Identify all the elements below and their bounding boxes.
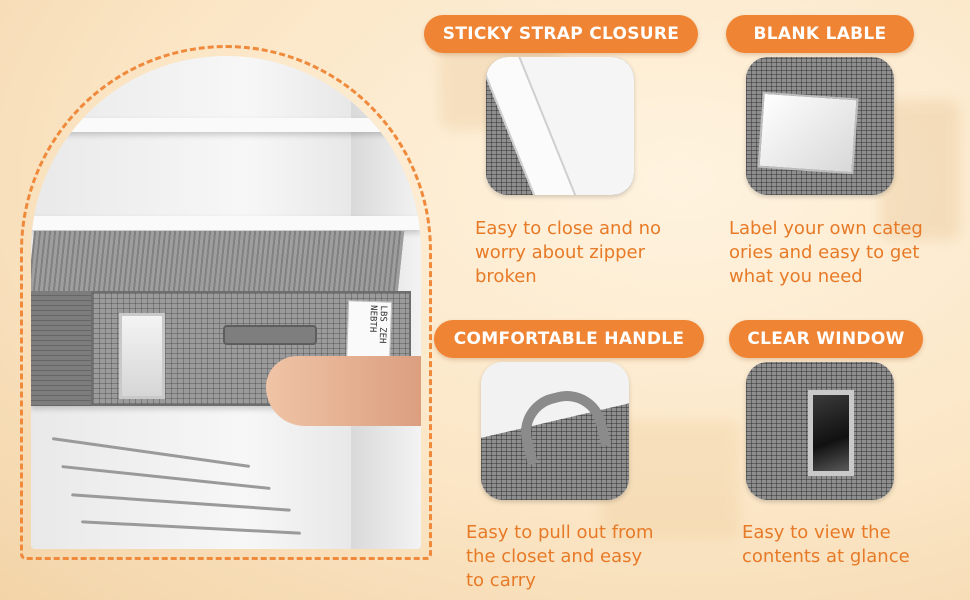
feature-desc-sticky-strap: Easy to close and no worry about zipper … [475, 218, 662, 287]
clear-window-image [746, 362, 894, 500]
hero-image-frame: LBS ZEH NEBTH [20, 45, 432, 560]
label-pocket-icon [757, 91, 859, 175]
feature-desc-blank-label: Label your own categ ories and easy to g… [729, 218, 923, 287]
feature-desc-clear-window: Easy to view the contents at glance [742, 522, 910, 567]
shelf [31, 118, 421, 132]
hand-icon [266, 356, 421, 426]
feature-title-blank-label: BLANK LABLE [726, 15, 914, 53]
clear-window-icon [119, 313, 165, 399]
feature-title-handle: COMFORTABLE HANDLE [434, 320, 704, 358]
storage-box-on-shelf-image: LBS ZEH NEBTH [31, 56, 421, 549]
velcro-strap-image [486, 57, 634, 195]
clear-window-icon [808, 390, 854, 476]
feature-desc-handle: Easy to pull out from the closet and eas… [466, 522, 654, 591]
feature-title-sticky-strap: STICKY STRAP CLOSURE [424, 15, 698, 53]
label-pocket-image [746, 57, 894, 195]
handle-icon [223, 325, 317, 345]
feature-title-clear-window: CLEAR WINDOW [729, 320, 923, 358]
shelf [31, 216, 421, 230]
fabric-handle-image [481, 362, 629, 500]
